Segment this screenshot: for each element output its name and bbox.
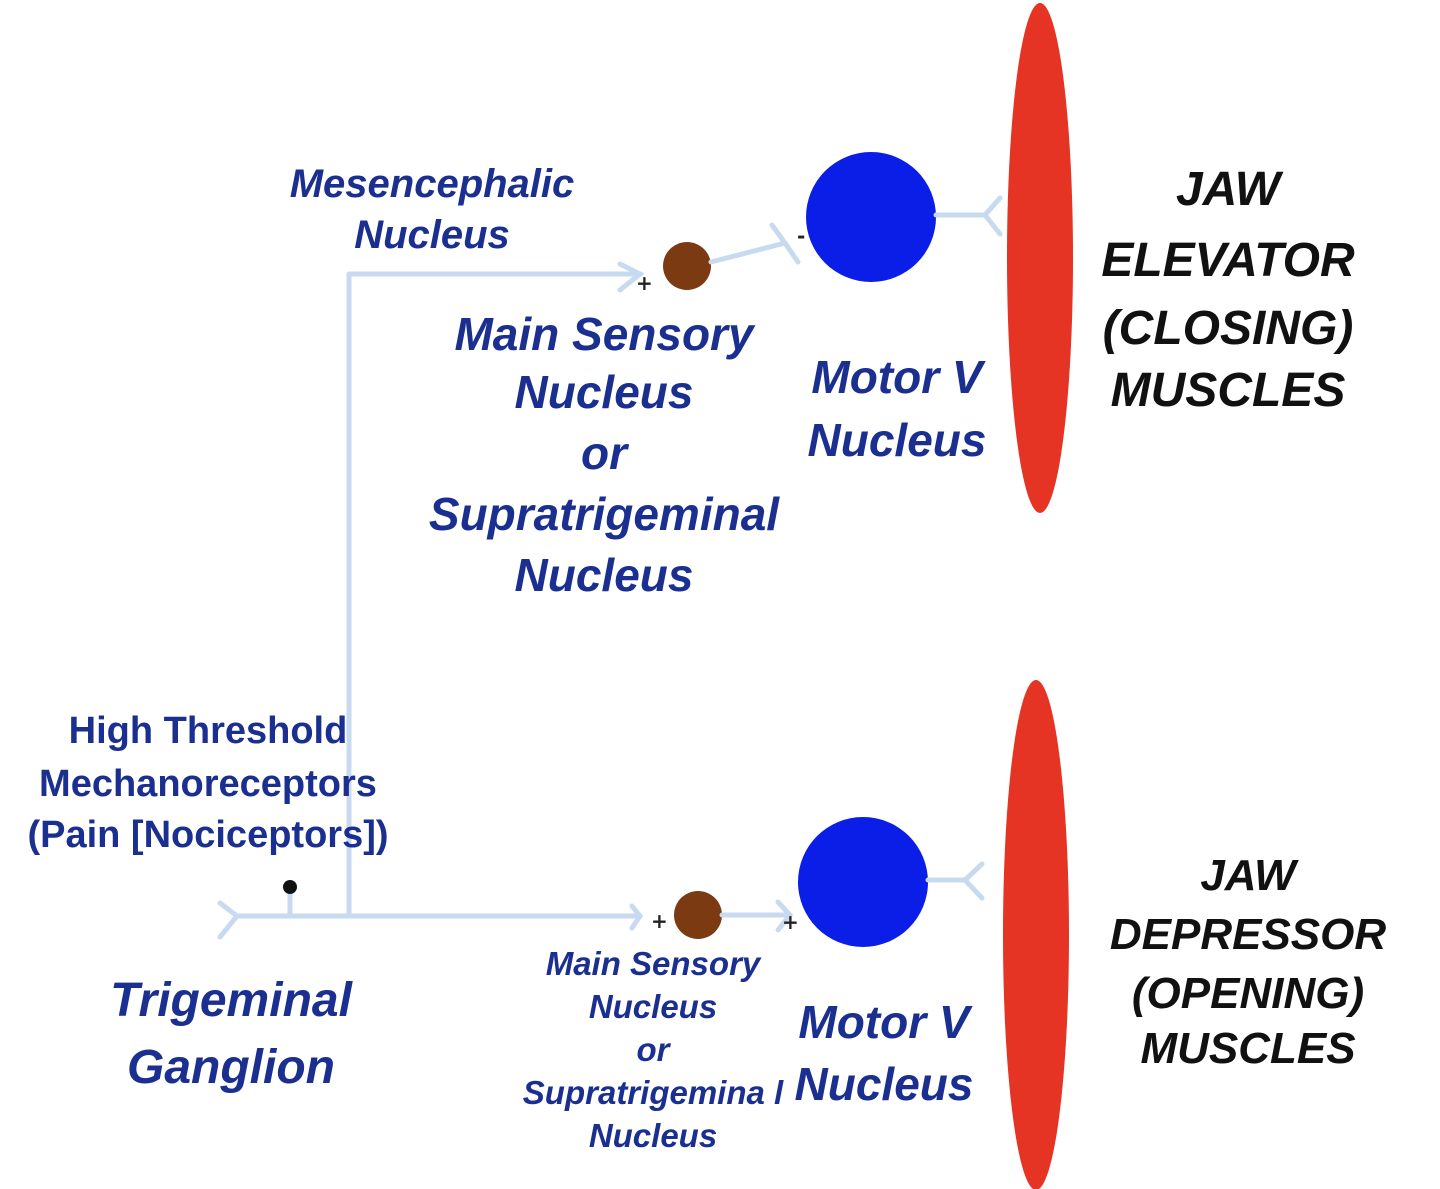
- svg-text:(CLOSING): (CLOSING): [1103, 302, 1354, 355]
- motor-v-neuron-top: [806, 152, 936, 282]
- svg-text:Nucleus: Nucleus: [515, 549, 694, 601]
- trigeminal-ganglion-cell-body: [283, 880, 297, 894]
- svg-text:Nucleus: Nucleus: [808, 414, 987, 466]
- motor-v-nucleus-bottom-label: Motor V Nucleus: [795, 996, 974, 1110]
- svg-text:Nucleus: Nucleus: [515, 366, 694, 418]
- svg-text:Trigeminal: Trigeminal: [110, 974, 354, 1027]
- svg-text:Motor V: Motor V: [798, 996, 973, 1048]
- jaw-depressor-muscle: [1003, 680, 1069, 1189]
- motor-v-neuron-bottom: [798, 817, 928, 947]
- jaw-depressor-label: JAW DEPRESSOR (OPENING) MUSCLES: [1110, 851, 1387, 1073]
- bottom-sensory-synapse-sign: +: [651, 909, 668, 933]
- top-motor-axon: [933, 195, 1003, 237]
- svg-text:Supratrigemina l: Supratrigemina l: [523, 1074, 784, 1111]
- svg-text:Ganglion: Ganglion: [127, 1041, 335, 1094]
- trigeminal-sensory-fiber: [217, 271, 643, 940]
- trigeminal-ganglion-label: Trigeminal Ganglion: [110, 974, 354, 1094]
- svg-text:or: or: [637, 1031, 672, 1068]
- bottom-motor-synapse-sign: +: [782, 910, 799, 934]
- main-sensory-neuron-bottom: [674, 891, 722, 939]
- bottom-motor-axon: [925, 861, 985, 901]
- svg-text:Nucleus: Nucleus: [354, 213, 510, 257]
- bottom-interneuron-axon: [719, 899, 794, 933]
- svg-text:MUSCLES: MUSCLES: [1111, 364, 1346, 417]
- top-motor-synapse-sign: -: [797, 224, 805, 248]
- svg-text:or: or: [581, 427, 629, 479]
- svg-text:DEPRESSOR: DEPRESSOR: [1110, 910, 1387, 959]
- motor-v-nucleus-top-label: Motor V Nucleus: [808, 351, 987, 466]
- svg-text:(OPENING): (OPENING): [1132, 969, 1364, 1018]
- svg-text:Nucleus: Nucleus: [795, 1058, 974, 1110]
- jaw-elevator-muscle: [1007, 3, 1073, 513]
- main-sensory-neuron-top: [663, 242, 711, 290]
- svg-text:Main Sensory: Main Sensory: [454, 308, 756, 360]
- main-sensory-nucleus-top-label: Main Sensory Nucleus or Supratrigeminal …: [429, 308, 780, 601]
- svg-text:Mechanoreceptors: Mechanoreceptors: [39, 763, 377, 805]
- svg-text:Supratrigeminal: Supratrigeminal: [429, 488, 780, 540]
- svg-text:JAW: JAW: [1176, 163, 1284, 216]
- svg-text:Motor V: Motor V: [811, 351, 986, 403]
- top-sensory-terminal: [617, 261, 645, 293]
- svg-text:JAW: JAW: [1200, 851, 1299, 900]
- top-interneuron-axon: [708, 222, 801, 265]
- svg-text:Main Sensory: Main Sensory: [546, 945, 762, 982]
- svg-text:(Pain [Nociceptors]): (Pain [Nociceptors]): [27, 814, 388, 856]
- svg-text:MUSCLES: MUSCLES: [1140, 1024, 1355, 1073]
- svg-text:Nucleus: Nucleus: [589, 1117, 717, 1154]
- svg-text:High Threshold: High Threshold: [69, 710, 348, 752]
- main-sensory-nucleus-bottom-label: Main Sensory Nucleus or Supratrigemina l…: [523, 945, 784, 1154]
- jaw-elevator-label: JAW ELEVATOR (CLOSING) MUSCLES: [1101, 163, 1355, 417]
- svg-text:Nucleus: Nucleus: [589, 988, 717, 1025]
- high-threshold-mechanoreceptors-label: High Threshold Mechanoreceptors (Pain [N…: [27, 710, 388, 856]
- svg-text:ELEVATOR: ELEVATOR: [1101, 234, 1355, 287]
- top-sensory-synapse-sign: +: [636, 271, 653, 295]
- bottom-sensory-terminal: [629, 903, 644, 931]
- mesencephalic-nucleus-label: Mesencephalic Nucleus: [290, 162, 575, 257]
- svg-text:Mesencephalic: Mesencephalic: [290, 162, 575, 206]
